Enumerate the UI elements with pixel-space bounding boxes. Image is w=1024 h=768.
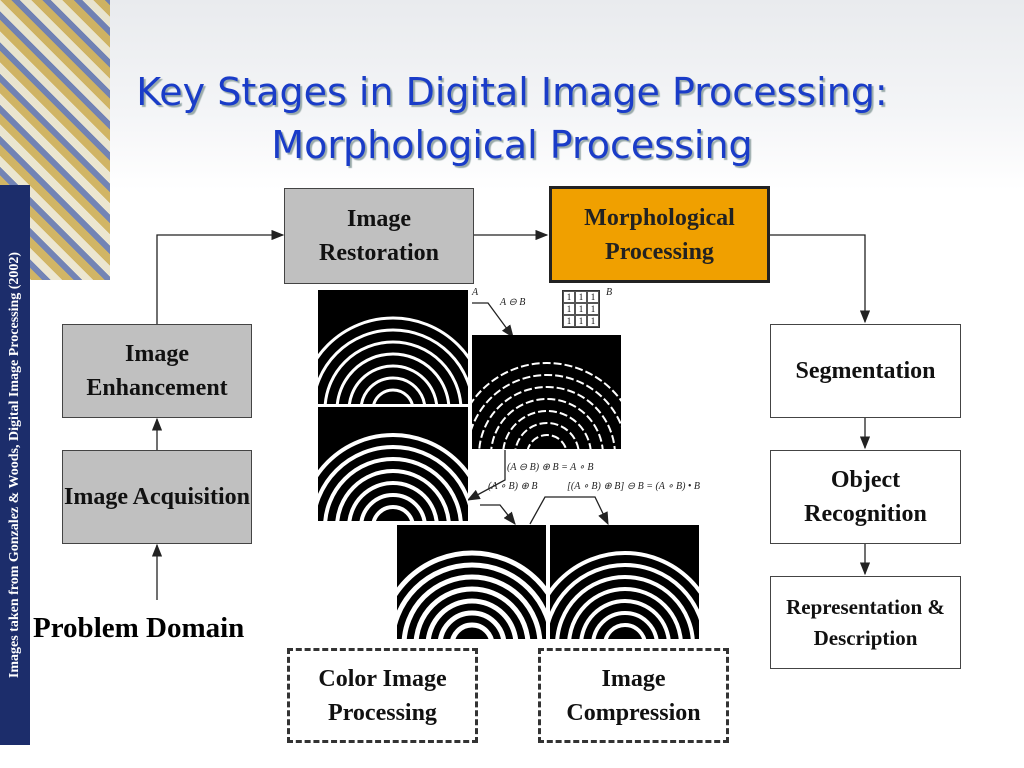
fingerprint-eroded-image (472, 335, 621, 449)
sidebar-credit-bar: Images taken from Gonzalez & Woods, Digi… (0, 185, 30, 745)
fingerprint-closed-image (550, 525, 699, 639)
stage-morphological-processing: Morphological Processing (549, 186, 770, 283)
grid-cell: 1 (563, 315, 575, 327)
grid-cell: 1 (563, 291, 575, 303)
stage-color-image-processing: Color Image Processing (287, 648, 478, 743)
stage-image-restoration: Image Restoration (284, 188, 474, 284)
slide-background (0, 0, 1024, 190)
grid-cell: 1 (575, 303, 587, 315)
label-dilate: (A ∘ B) ⊕ B (488, 481, 538, 492)
grid-cell: 1 (563, 303, 575, 315)
stage-image-acquisition: Image Acquisition (62, 450, 252, 544)
grid-cell: 1 (587, 315, 599, 327)
stage-representation-description: Representation & Description (770, 576, 961, 669)
stage-image-enhancement: Image Enhancement (62, 324, 252, 418)
grid-cell: 1 (587, 303, 599, 315)
grid-cell: 1 (587, 291, 599, 303)
label-a: A (472, 287, 479, 298)
fingerprint-original-image (318, 290, 468, 404)
label-closing: [(A ∘ B) ⊕ B] ⊖ B = (A ∘ B) • B (567, 481, 701, 492)
label-b: B (606, 287, 613, 298)
label-erosion: A ⊖ B (500, 297, 526, 308)
stage-object-recognition: Object Recognition (770, 450, 961, 544)
title-line-1: Key Stages in Digital Image Processing: (136, 70, 888, 114)
fingerprint-opened-image (318, 407, 468, 521)
fingerprint-dilated-image (397, 525, 546, 639)
label-opening: (A ⊖ B) ⊕ B = A ∘ B (507, 462, 594, 473)
stage-image-compression: Image Compression (538, 648, 729, 743)
problem-domain-label: Problem Domain (33, 612, 245, 644)
grid-cell: 1 (575, 315, 587, 327)
grid-cell: 1 (575, 291, 587, 303)
title-line-2: Morphological Processing (271, 123, 753, 167)
stage-segmentation: Segmentation (770, 324, 961, 418)
